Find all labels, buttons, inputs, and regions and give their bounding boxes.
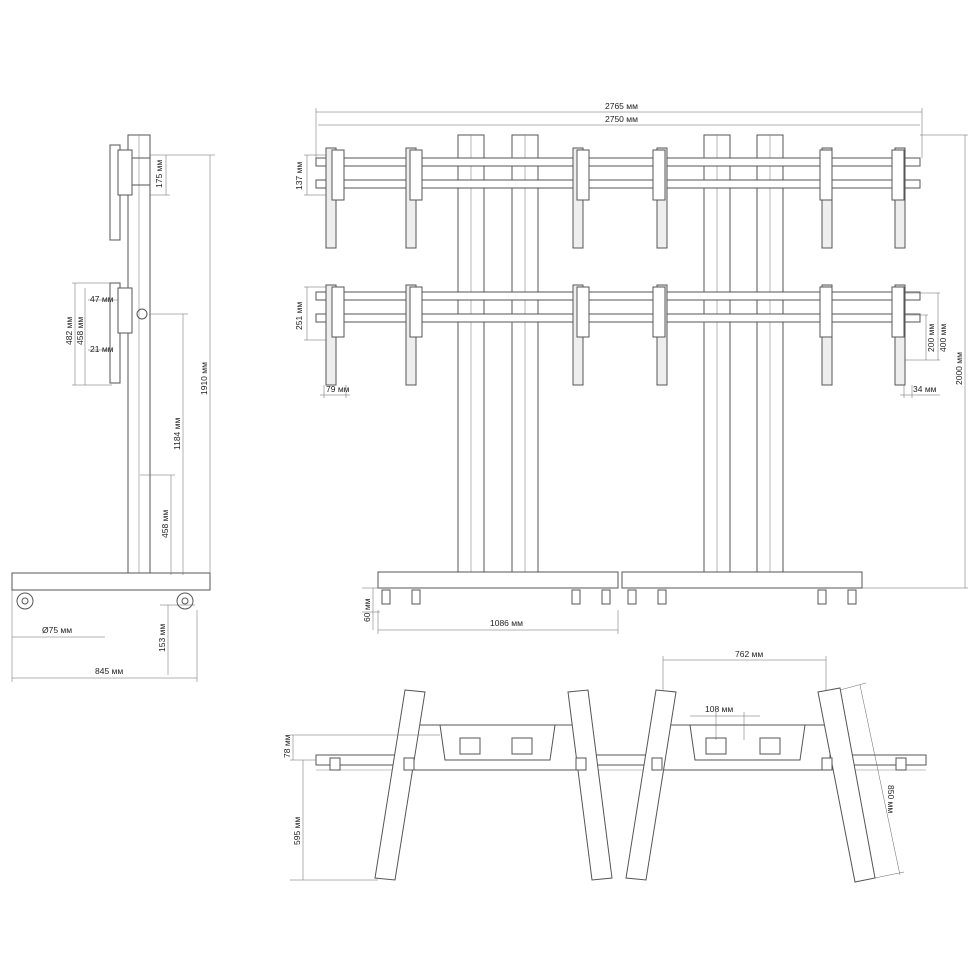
side-view: 175 мм 1910 мм 1184 мм 458 мм 482 мм 458…: [11, 134, 215, 682]
dim-850: 850 мм: [886, 785, 896, 813]
rails: [315, 157, 921, 323]
dim-wheel-diameter: Ø75 мм: [42, 625, 72, 635]
dim-458: 458 мм: [75, 317, 85, 345]
dim-200: 200 мм: [926, 324, 936, 352]
mount-plate-left: [439, 724, 556, 761]
dim-458-lower: 458 мм: [160, 510, 170, 538]
dim-60: 60 мм: [362, 598, 372, 622]
vesa-plates: [459, 737, 781, 755]
base-left: [377, 571, 619, 589]
dim-137: 137 мм: [294, 162, 304, 190]
dim-47: 47 мм: [90, 294, 114, 304]
side-base: [11, 572, 211, 591]
dim-2765: 2765 мм: [605, 101, 638, 111]
dim-762: 762 мм: [735, 649, 763, 659]
dim-595: 595 мм: [292, 817, 302, 845]
dim-251: 251 мм: [294, 302, 304, 330]
wheel-icon: [176, 592, 194, 610]
dim-1910: 1910 мм: [199, 362, 209, 395]
dim-1184: 1184 мм: [172, 418, 182, 450]
casters: [381, 589, 857, 605]
dim-2000: 2000 мм: [954, 352, 964, 385]
dim-2750: 2750 мм: [605, 114, 638, 124]
top-view: 762 мм 108 мм 78 мм 595 мм 850 мм: [282, 649, 927, 883]
dim-482: 482 мм: [64, 317, 74, 345]
dim-1086: 1086 мм: [490, 618, 523, 628]
dim-108: 108 мм: [705, 704, 733, 714]
dim-79: 79 мм: [326, 384, 350, 394]
wheel-icon: [16, 592, 34, 610]
front-view: 2765 мм 2750 мм 137 мм 251 мм 79 мм 200 …: [294, 101, 968, 634]
display-brackets: [325, 147, 906, 386]
base-right: [621, 571, 863, 589]
posts: [457, 134, 784, 576]
dim-78: 78 мм: [282, 734, 292, 758]
dim-21: 21 мм: [90, 344, 114, 354]
side-bracket-upper: [109, 144, 150, 241]
dim-34: 34 мм: [913, 384, 937, 394]
dim-175: 175 мм: [154, 160, 164, 188]
dim-153: 153 мм: [157, 624, 167, 652]
dim-845: 845 мм: [95, 666, 123, 676]
dim-400: 400 мм: [938, 324, 948, 352]
side-bracket-lower: [109, 282, 148, 384]
top-legs: [374, 687, 876, 883]
rail-clamps: [329, 757, 907, 771]
